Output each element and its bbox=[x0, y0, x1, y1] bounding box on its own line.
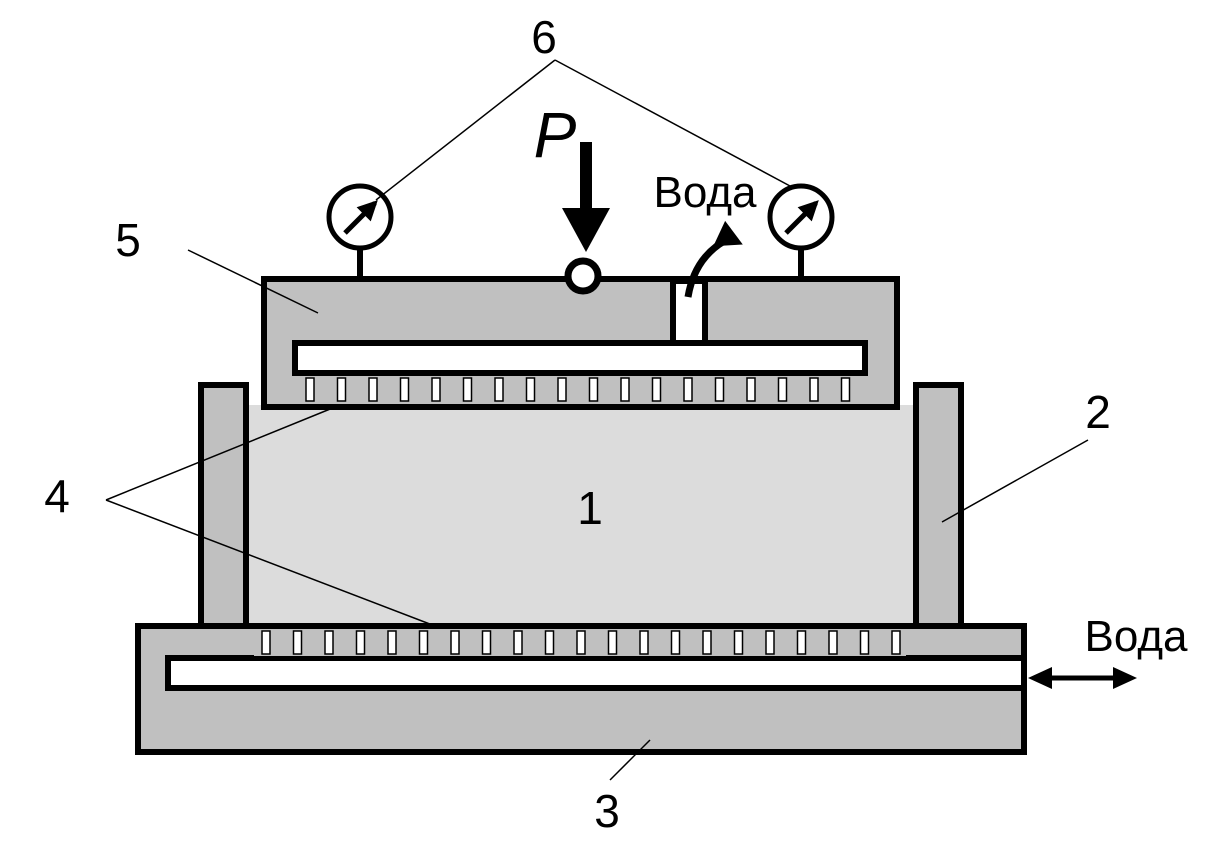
piston-water-channel bbox=[292, 340, 868, 376]
porous-stone-pore bbox=[481, 630, 492, 655]
top-porous-stone bbox=[298, 376, 862, 403]
porous-stone-pore bbox=[714, 377, 725, 402]
porous-stone-pore bbox=[777, 377, 788, 402]
porous-stone-pore bbox=[387, 630, 397, 655]
porous-stone-pore bbox=[576, 630, 586, 655]
double-arrow-icon bbox=[1028, 667, 1137, 689]
porous-stone-pore bbox=[292, 630, 303, 655]
ring-wall-left bbox=[198, 382, 249, 630]
porous-stone-pore bbox=[651, 377, 662, 402]
label-load: P bbox=[534, 99, 577, 171]
porous-stone-pore bbox=[809, 377, 819, 402]
porous-stone-pore bbox=[620, 377, 630, 402]
label-base: 3 bbox=[594, 785, 620, 837]
porous-stone-pore bbox=[368, 377, 378, 402]
label-ring: 2 bbox=[1085, 386, 1111, 438]
porous-stone-pore bbox=[557, 377, 567, 402]
porous-stone-pore bbox=[261, 630, 271, 655]
porous-stone-pore bbox=[324, 630, 334, 655]
porous-stone-pore bbox=[796, 630, 807, 655]
load-arrow-icon bbox=[562, 142, 610, 295]
label-water-side: Вода bbox=[1085, 612, 1189, 661]
porous-stone-pore bbox=[670, 630, 681, 655]
porous-stone-pore bbox=[525, 377, 536, 402]
porous-stone-pore bbox=[399, 377, 410, 402]
porous-stone-pore bbox=[840, 377, 851, 402]
soil-sample bbox=[246, 405, 916, 627]
label-porous-stones: 4 bbox=[44, 470, 70, 522]
porous-stone-pore bbox=[431, 377, 441, 402]
dial-gauge-icon bbox=[326, 183, 394, 279]
porous-stone-pore bbox=[733, 630, 744, 655]
porous-stone-pore bbox=[513, 630, 523, 655]
porous-stone-pore bbox=[355, 630, 366, 655]
label-gauges: 6 bbox=[531, 11, 557, 63]
porous-stone-pore bbox=[305, 377, 315, 402]
porous-stone-pore bbox=[450, 630, 460, 655]
label-water-top: Вода bbox=[654, 168, 758, 217]
base-water-channel bbox=[165, 655, 1027, 691]
porous-stone-pore bbox=[418, 630, 429, 655]
ring-wall-right bbox=[913, 382, 964, 630]
label-soil-sample: 1 bbox=[577, 482, 603, 534]
porous-stone-pore bbox=[336, 377, 347, 402]
porous-stone-pore bbox=[746, 377, 756, 402]
porous-stone-pore bbox=[891, 630, 901, 655]
porous-stone-body bbox=[298, 376, 862, 403]
leader-lines bbox=[105, 59, 1089, 781]
dial-gauge-icon bbox=[767, 183, 835, 279]
porous-stone-pore bbox=[859, 630, 870, 655]
porous-stone-pore bbox=[639, 630, 649, 655]
porous-stone-pore bbox=[607, 630, 618, 655]
label-piston: 5 bbox=[115, 214, 141, 266]
bottom-porous-stone bbox=[254, 629, 906, 656]
porous-stone-pore bbox=[494, 377, 504, 402]
porous-stone-pore bbox=[462, 377, 473, 402]
porous-stone-pore bbox=[828, 630, 838, 655]
porous-stone-pore bbox=[683, 377, 693, 402]
porous-stone-pore bbox=[588, 377, 599, 402]
water-outlet-arrow-icon bbox=[684, 220, 743, 298]
porous-stone-pore bbox=[544, 630, 555, 655]
porous-stone-pore bbox=[765, 630, 775, 655]
porous-stone-pore bbox=[702, 630, 712, 655]
